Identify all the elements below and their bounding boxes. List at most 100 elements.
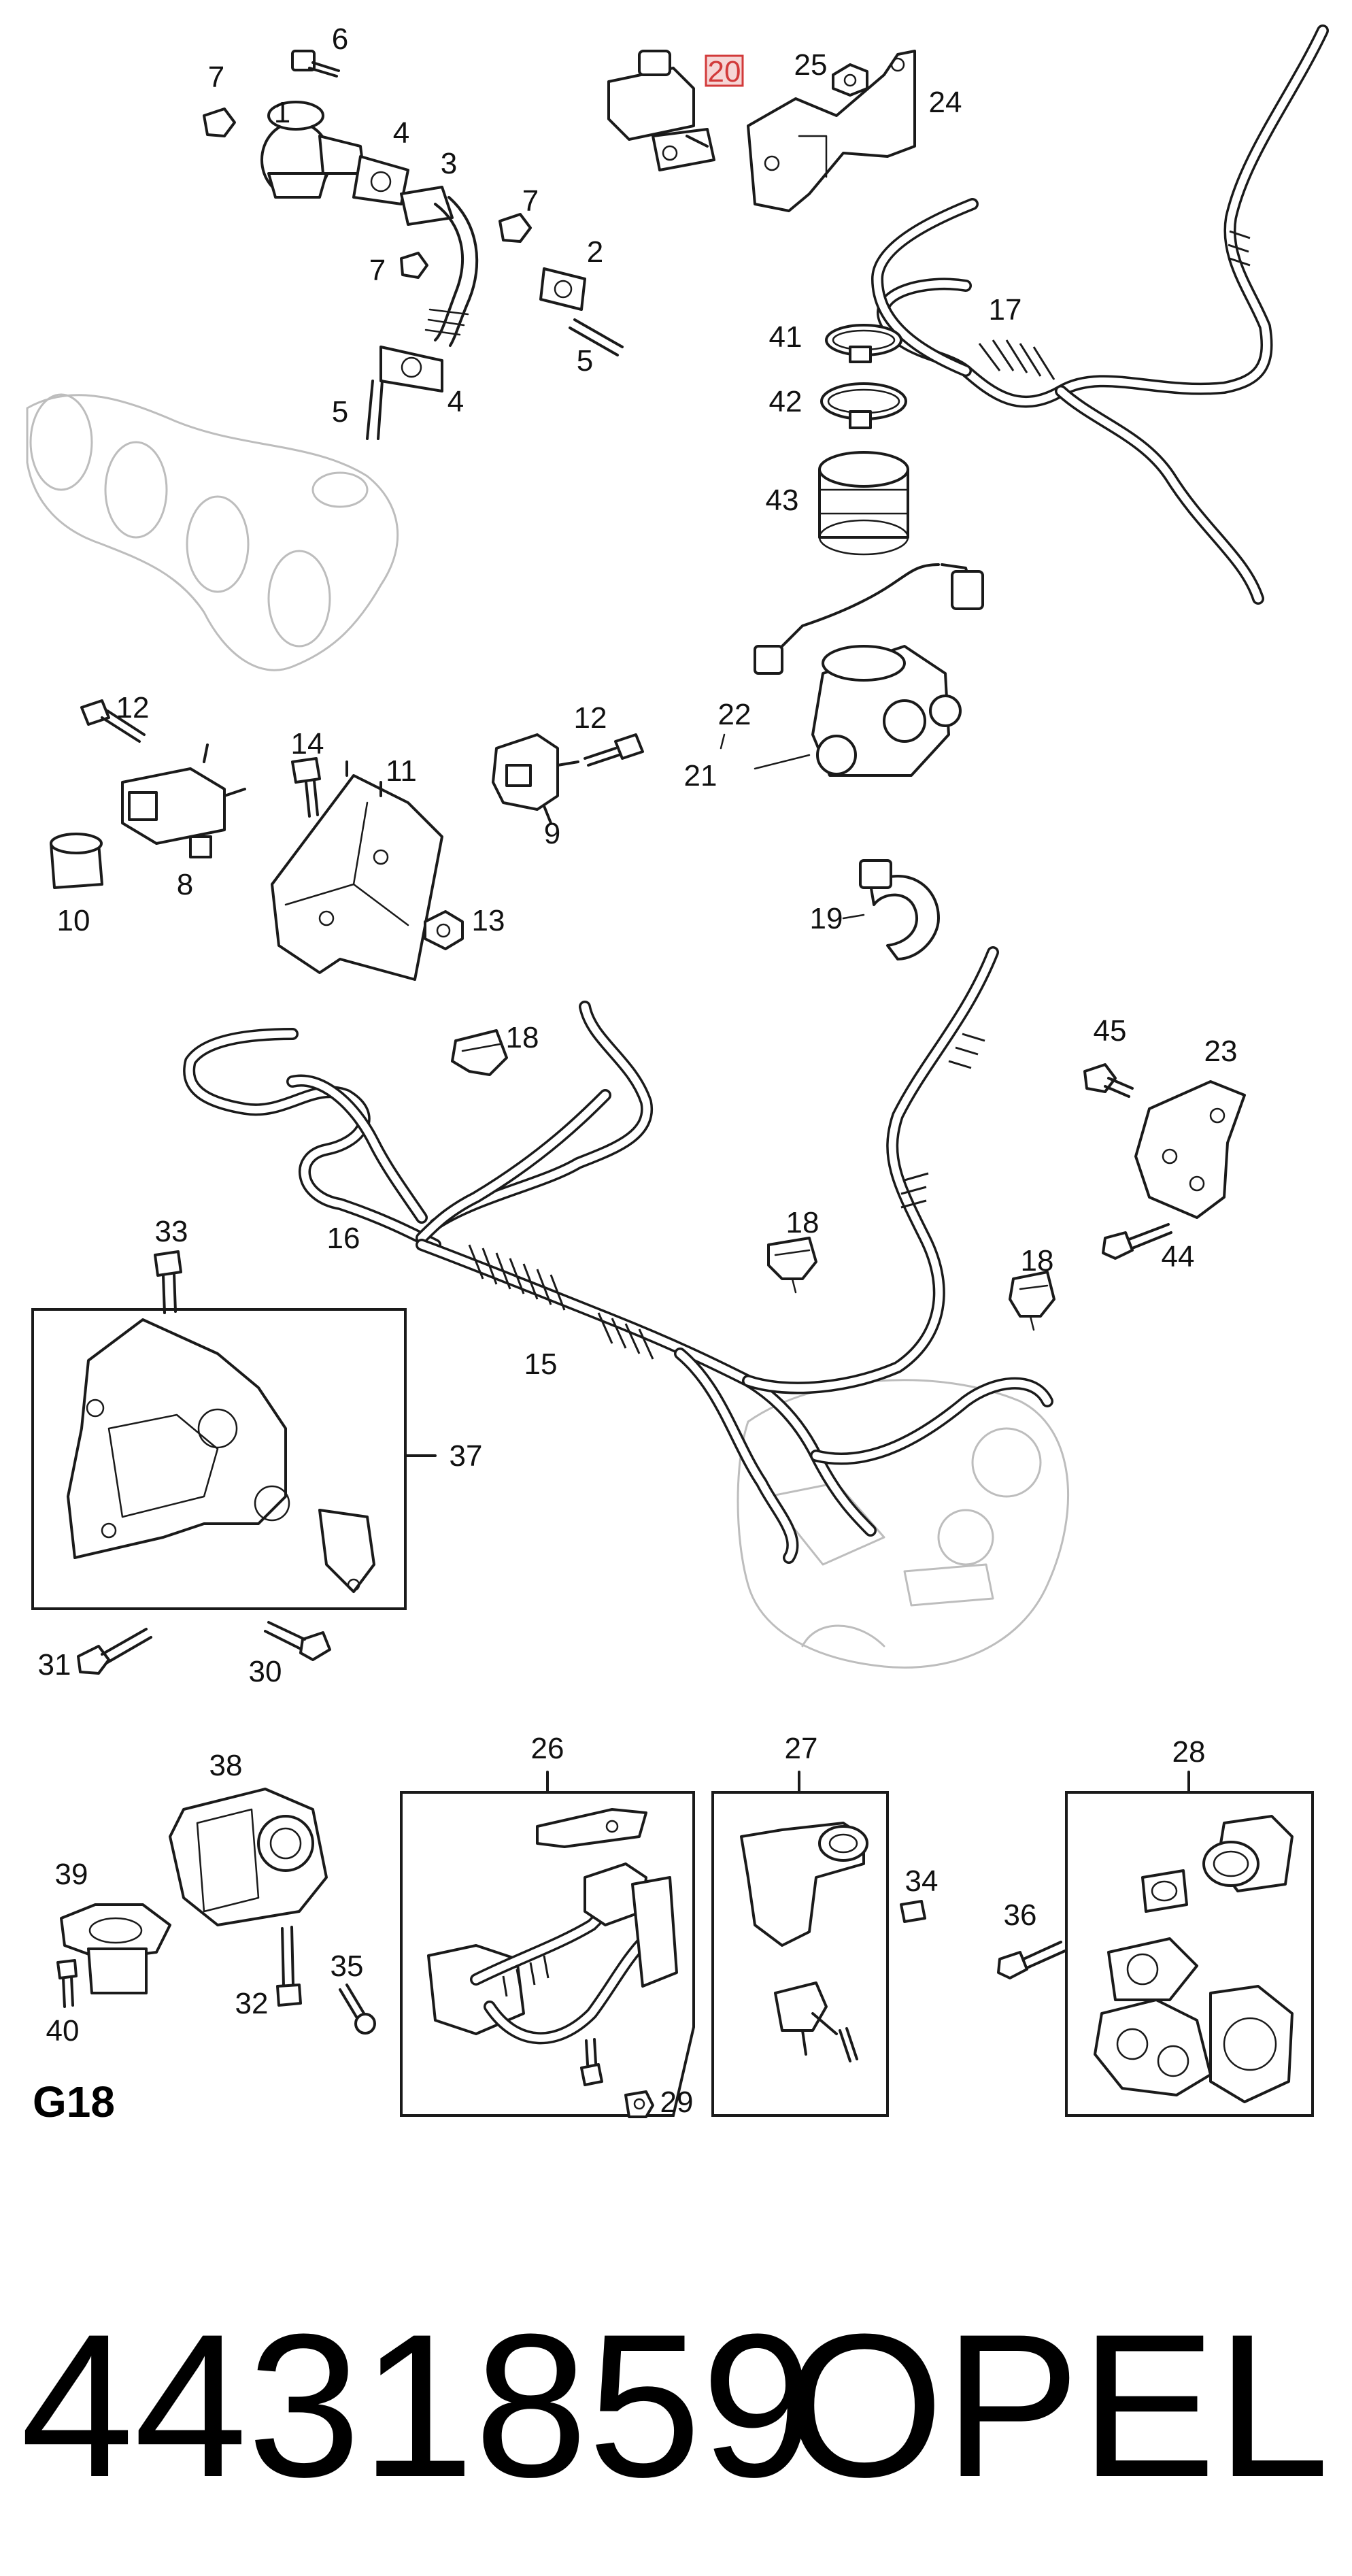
- callout-13: 13: [472, 904, 505, 937]
- callout-10: 10: [57, 904, 90, 937]
- kit-box-28: [1065, 1771, 1314, 2117]
- callout-7b: 7: [522, 184, 539, 218]
- callout-17: 17: [989, 293, 1022, 327]
- gasket-part-2: [539, 267, 586, 311]
- bolt-part-40: [56, 1959, 78, 2008]
- bolt-part-12: [80, 699, 146, 743]
- callout-6: 6: [332, 22, 348, 56]
- callout-3: 3: [441, 147, 457, 180]
- brand-name: OPEL: [785, 2291, 1330, 2520]
- callout-20: 20: [708, 55, 741, 88]
- callout-15: 15: [524, 1348, 558, 1381]
- wiring-harness-part-22: [754, 563, 984, 675]
- callout-7c: 7: [369, 254, 386, 287]
- throttle-body-part-21: [811, 645, 962, 777]
- bracket-part-11: [271, 760, 443, 981]
- nut-part-7c: [400, 252, 428, 279]
- bolt-part-26-inner: [580, 2038, 603, 2086]
- callout-9: 9: [544, 817, 560, 850]
- callout-37: 37: [450, 1439, 483, 1473]
- nut-part-7b: [498, 213, 532, 243]
- callout-22: 22: [718, 698, 751, 731]
- callout-11: 11: [386, 754, 417, 788]
- callout-21: 21: [684, 759, 717, 792]
- callout-25: 25: [794, 48, 828, 82]
- callout-5: 5: [577, 344, 593, 378]
- callout-42: 42: [769, 385, 802, 418]
- callout-38: 38: [209, 1749, 243, 1782]
- kit-box-27: [711, 1771, 889, 2117]
- egr-pipe-part-3: [400, 186, 479, 347]
- egr-tube-part-26: [427, 1808, 678, 2045]
- kit-box-26: [400, 1771, 695, 2117]
- hose-part-43: [818, 451, 909, 556]
- callout-19: 19: [810, 902, 843, 935]
- egr-cooler-pipe-part-27: [740, 1822, 868, 2062]
- part-number: 4431859: [20, 2291, 815, 2520]
- callout-31: 31: [38, 1648, 71, 1682]
- bolt-part-30: [264, 1621, 331, 1661]
- callout-7: 7: [208, 61, 224, 94]
- callout-44: 44: [1162, 1240, 1195, 1273]
- nut-part-7: [203, 107, 236, 137]
- bracket-part-24: [747, 50, 916, 212]
- cap-part-10: [50, 833, 103, 889]
- bolt-part-33: [154, 1250, 182, 1314]
- callout-18: 18: [506, 1021, 539, 1054]
- nut-part-13: [424, 910, 464, 950]
- callout-39: 39: [55, 1858, 88, 1891]
- callout-14: 14: [291, 727, 324, 760]
- callout-4b: 4: [447, 385, 464, 418]
- callout-45: 45: [1094, 1014, 1127, 1048]
- bolt-part-34: [900, 1900, 926, 1923]
- callout-1: 1: [274, 96, 290, 129]
- nut-part-29: [624, 2090, 654, 2118]
- vacuum-solenoid-part-20: [607, 50, 715, 171]
- clip-part-18c: [1009, 1271, 1055, 1331]
- bolt-part-45: [1083, 1063, 1134, 1098]
- valve-part-8: [121, 743, 246, 858]
- callout-29: 29: [660, 2086, 694, 2119]
- bolt-part-35: [339, 1984, 376, 2035]
- injection-pump-ghost: [737, 1379, 1069, 1669]
- callout-12b: 12: [574, 701, 607, 735]
- callout-34: 34: [905, 1864, 939, 1898]
- valve-part-9: [492, 733, 579, 824]
- callout-12: 12: [116, 691, 150, 724]
- egr-valve-part-1: [260, 101, 365, 199]
- callout-4: 4: [393, 116, 409, 150]
- flange-part-39: [60, 1903, 171, 1994]
- callout-2: 2: [587, 235, 603, 269]
- gasket-part-4: [352, 155, 409, 205]
- stud-part-5: [569, 318, 624, 356]
- callout-30: 30: [249, 1655, 282, 1688]
- callout-27: 27: [785, 1732, 818, 1765]
- callout-40: 40: [46, 2014, 80, 2047]
- clamp-part-41: [825, 324, 902, 363]
- hose-harness-part-15: [416, 946, 1053, 1564]
- callout-35: 35: [331, 1950, 364, 1983]
- callout-labels: 1 2 3 4 4 5 5 6 7 7 7 8 9 10 11 12 12 13…: [38, 22, 1238, 2119]
- throttle-actuator-part-38: [169, 1788, 328, 1926]
- clip-part-18: [451, 1029, 508, 1076]
- bolt-part-12b: [584, 733, 644, 767]
- clip-part-18b: [767, 1237, 817, 1294]
- callout-28: 28: [1172, 1735, 1206, 1769]
- exhaust-manifold-ghost: [26, 393, 399, 671]
- callout-18b: 18: [786, 1206, 819, 1239]
- callout-8: 8: [177, 868, 193, 901]
- bolt-part-31: [77, 1628, 152, 1675]
- clip-part-19: [859, 859, 940, 960]
- section-code: G18: [33, 2077, 115, 2126]
- bolt-part-44: [1102, 1223, 1172, 1260]
- callout-16: 16: [327, 1222, 360, 1255]
- bolt-part-6: [291, 50, 340, 78]
- stud-part-5b: [366, 380, 384, 440]
- callout-26: 26: [531, 1732, 564, 1765]
- highlight-box-20: [705, 54, 744, 87]
- bracket-part-23: [1134, 1080, 1246, 1219]
- bolt-part-14: [291, 757, 321, 818]
- callout-18c: 18: [1021, 1244, 1054, 1277]
- callout-36: 36: [1004, 1898, 1037, 1932]
